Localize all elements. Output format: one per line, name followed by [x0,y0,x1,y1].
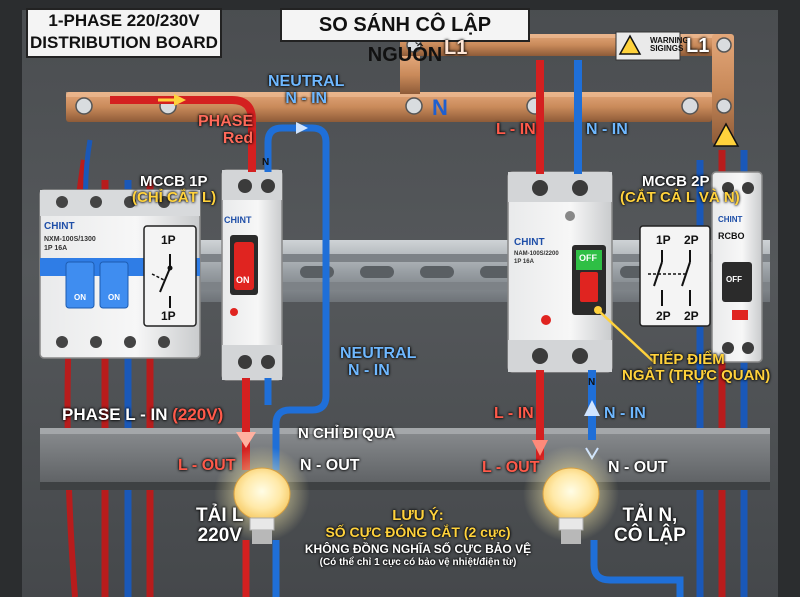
note-line1: SỐ CỰC ĐÓNG CẮT (2 cực) [325,523,511,540]
note-title: LƯU Ý: [392,507,444,524]
left-load-l2: 220V [197,524,242,546]
left-phase-in: PHASE L - IN (220V) [62,406,223,424]
left-load-l1: TẢI L [196,505,244,526]
right-contact-note-l1: TIẾP ĐIỂM [650,351,725,368]
right-n-out: N - OUT [608,459,668,476]
right-l-in-top: L - IN [496,121,536,138]
left-neutral-in-mid-l1: NEUTRAL [340,345,417,362]
note-line2: KHÔNG ĐỒNG NGHĨA SỐ CỰC BẢO VỆ [304,542,532,557]
left-mccb-title-l2: (CHỈ CẮT L) [132,188,217,206]
left-phase-red-l1: PHASE [198,113,254,130]
rcd-brand: CHINT [44,221,75,232]
left-mccb-brand: CHINT [224,215,252,225]
rcbo-brand: CHINT [718,215,743,224]
board-title-box: 1-PHASE 220/230V DISTRIBUTION BOARD [26,8,222,58]
right-mccb-title-l1: MCCB 2P [642,173,710,190]
left-neutral-in-top-l2: N - IN [285,89,328,107]
left-phase-red-l2: Red [222,129,254,147]
left-load: TẢI L 220V [196,506,244,546]
left-n-out: N - OUT [300,457,360,474]
right-n-in-top: N - IN [586,121,628,138]
rcd-model: NXM-100S/1300 [44,236,96,243]
rcd-rating: 1P 16A [44,245,68,252]
left-phase-in-prefix: PHASE L - IN [62,405,168,424]
right-mccb-model: NAM-100S/2200 [514,251,559,257]
left-symbol-bottom: 1P [161,309,176,323]
right-load-l2: CÔ LẬP [614,524,686,546]
right-contact-note: TIẾP ĐIỂM NGẮT (TRỰC QUAN) [622,352,770,384]
left-mccb-n-mark: N [262,157,270,168]
right-l-out: L - OUT [482,459,540,476]
right-l-in-low: L - IN [494,405,534,422]
left-symbol-top: 1P [161,233,176,247]
warning-sign-text: WARNING SIGINGS [650,36,689,54]
board-title-line1: 1-PHASE 220/230V [48,11,200,30]
left-neutral-in-mid-l2: N - IN [348,361,390,379]
right-mccb-brand: CHINT [514,237,545,248]
main-title: SO SÁNH CÔ LẬP NGUỒN [280,8,530,66]
busbar-l1-right: L1 [686,35,710,57]
rcbo-label: RCBO [718,231,745,241]
right-mccb-rating: 1P 16A [514,259,534,265]
left-neutral-in-mid: NEUTRAL N - IN [340,345,417,380]
busbar-n: N [432,95,448,120]
left-n-pass: N CHỈ ĐI QUA [298,425,396,442]
left-phase-in-voltage: (220V) [172,405,224,424]
warning-line1: WARNING [650,36,689,45]
right-load-l1: TẢI N, [622,505,678,526]
right-mccb-title-l2: (CẮT CẢ L VÀ N) [620,188,740,206]
left-neutral-in-top-l1: NEUTRAL [268,73,345,90]
rcd-on-1: ON [74,293,86,302]
right-symbol-tl: 1P [656,233,671,247]
warning-line2: SIGINGS [650,44,684,54]
left-phase-red: PHASE Red [198,113,254,148]
right-n-mark: N [588,377,596,388]
left-mccb-title: MCCB 1P (CHỈ CẮT L) [132,174,216,206]
left-l-out: L - OUT [178,457,236,474]
left-neutral-in-top: NEUTRAL N - IN [268,73,345,108]
right-symbol-tr: 2P [684,233,699,247]
rcd-on-2: ON [108,293,120,302]
right-mccb-off: OFF [579,253,597,263]
right-mccb-title: MCCB 2P (CẮT CẢ L VÀ N) [620,174,740,206]
right-contact-note-l2: NGẮT (TRỰC QUAN) [622,366,771,384]
right-n-in-low: N - IN [604,405,646,422]
right-symbol-br: 2P [684,309,699,323]
right-load: TẢI N, CÔ LẬP [614,506,686,546]
board-title-line2: DISTRIBUTION BOARD [30,33,218,52]
left-mccb-on: ON [236,275,250,285]
left-mccb-title-l1: MCCB 1P [140,173,208,190]
busbar-l1-left: L1 [444,37,468,59]
right-symbol-bl: 2P [656,309,671,323]
note-line3: (Có thể chỉ 1 cực có bảo vệ nhiệt/điện t… [319,557,517,569]
rcbo-off: OFF [726,275,742,284]
note-block: LƯU Ý: SỐ CỰC ĐÓNG CẮT (2 cực) KHÔNG ĐỒN… [300,508,536,569]
